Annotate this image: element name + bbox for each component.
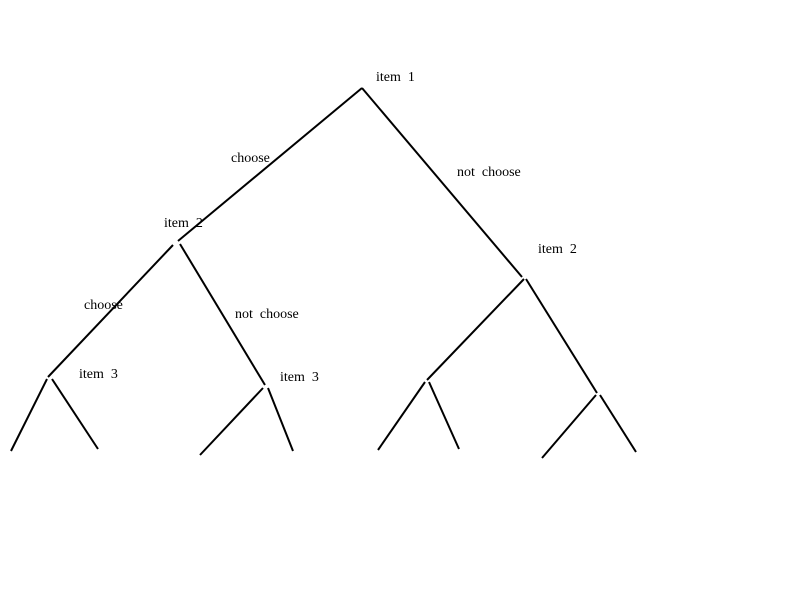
edge-label-left-not-choose: not choose — [235, 307, 299, 322]
leaf-edge-4 — [267, 387, 294, 452]
edge-label-root-choose: choose — [231, 151, 270, 166]
edge-label-left-choose: choose — [84, 298, 123, 313]
edge-root-to-left-item2 — [177, 87, 363, 242]
edge-left-item2-to-item3-left — [47, 244, 174, 378]
edge-label-root-not-choose: not choose — [457, 165, 521, 180]
edge-right-item2-to-left-child — [426, 278, 525, 381]
leaf-edge-3 — [199, 387, 264, 456]
leaf-edge-1 — [10, 378, 48, 452]
leaf-edge-2 — [51, 378, 99, 450]
leaf-edge-5 — [377, 381, 426, 451]
leaf-edge-6 — [428, 381, 460, 450]
leaf-edge-7 — [541, 394, 597, 459]
node-label-middle-item3: item 3 — [280, 370, 319, 385]
leaf-edge-8 — [599, 394, 637, 453]
node-label-left-item2: item 2 — [164, 216, 203, 231]
edge-root-to-right-item2 — [361, 87, 523, 278]
edge-left-item2-to-item3-right — [179, 243, 266, 386]
edge-right-item2-to-right-child — [525, 278, 598, 394]
node-label-root: item 1 — [376, 70, 415, 85]
node-label-right-item2: item 2 — [538, 242, 577, 257]
node-label-left-item3: item 3 — [79, 367, 118, 382]
